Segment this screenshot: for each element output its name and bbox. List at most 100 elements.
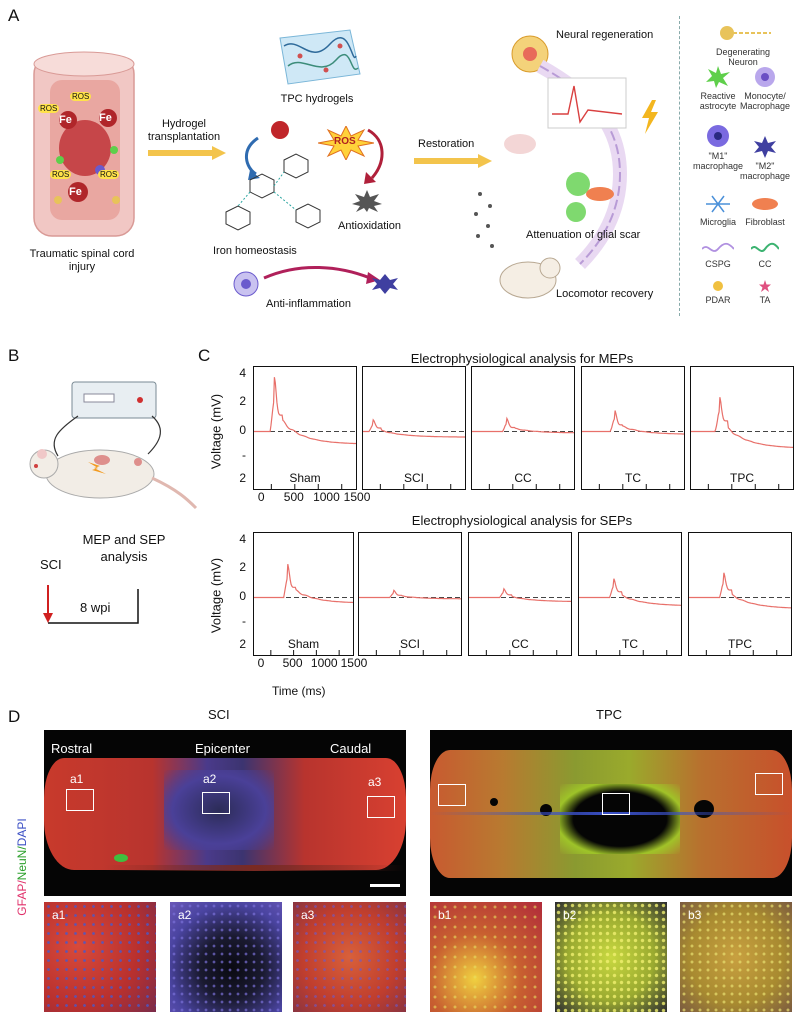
series-line (582, 410, 684, 435)
y-tick-label: 2 (239, 470, 246, 485)
hydrogel-label: TPC hydrogels (280, 93, 354, 105)
stain-legend: GFAP/NeuN/DAPI (15, 807, 29, 927)
ros-badge: ROS (38, 104, 60, 113)
x-tick-label: 500 (282, 656, 303, 670)
wpi-label: 8 wpi (80, 600, 111, 615)
roi-box (66, 789, 94, 811)
x-tick-label: 0 (257, 656, 265, 670)
tpc-title: TPC (596, 707, 622, 722)
trace-panel: TPC (688, 532, 792, 656)
time-xlabel: Time (ms) (272, 684, 326, 698)
legend-item: Monocyte/ Macrophage (735, 66, 794, 111)
series-line (689, 572, 791, 609)
y-tick-label: 0 (239, 588, 246, 603)
trace-panel: SCI (358, 532, 462, 656)
legend-item: TA (735, 280, 794, 305)
series-line (469, 587, 571, 603)
trace-svg (689, 572, 791, 655)
sci-label: SCI (40, 557, 62, 572)
inset-image: a1 (44, 902, 156, 1012)
legend-item: CC (735, 242, 794, 269)
trace-panel: Sham (253, 366, 357, 490)
anti-inflammation-label: Anti-inflammation (266, 298, 351, 310)
trace-svg (254, 377, 356, 489)
legend-item: Fibroblast (735, 194, 794, 227)
mep-sep-analysis-label: MEP and SEP analysis (82, 532, 166, 564)
inset-label: b1 (438, 908, 452, 922)
trace-svg (363, 418, 465, 489)
dapi-label: DAPI (15, 818, 29, 847)
rostral-label: Rostral (51, 741, 93, 756)
inset-label: b2 (563, 908, 577, 922)
sep-ylabel: Voltage (mV) (208, 557, 224, 634)
x-tick-label: 500 (283, 490, 304, 504)
inset-image: a3 (293, 902, 406, 1012)
iron-homeostasis-label: Iron homeostasis (213, 245, 297, 257)
series-line (691, 397, 793, 449)
y-tick-label: 4 (239, 366, 246, 380)
y-tick-label: 0 (239, 422, 246, 437)
series-line (472, 416, 574, 434)
antioxidation-label: Antioxidation (338, 220, 401, 232)
panel-label-d: D (8, 707, 21, 726)
inset-image: a2 (170, 902, 282, 1012)
fibroblast-icon (752, 198, 778, 210)
trace-panel-label: TPC (728, 637, 752, 651)
inset-label: a3 (301, 908, 315, 922)
m2-macrophage-icon (754, 136, 776, 158)
sep-chart-title: Electrophysiological analysis for SEPs (411, 513, 633, 528)
roi-box (602, 793, 630, 815)
neun-label: NeuN/ (15, 846, 29, 881)
trace-panel-label: SCI (399, 637, 420, 651)
y-tick-label: 2 (239, 636, 246, 651)
inactive-radical-icon (352, 190, 382, 212)
trace-panel: CC (471, 366, 575, 490)
trace-svg (469, 587, 571, 655)
neuron-icon (720, 26, 771, 40)
astrocyte-icon (706, 66, 730, 88)
legend-item: "M1" macrophage (683, 124, 753, 171)
mep-chart-title: Electrophysiological analysis for MEPs (410, 351, 634, 366)
cell-legend: Degenerating Neuron Reactive astrocyte M… (683, 14, 793, 314)
inset-image: b3 (680, 902, 792, 1012)
ros-label: ROS (334, 136, 356, 147)
caudal-label: Caudal (330, 741, 372, 756)
roi-label: a1 (70, 772, 84, 786)
inset-label: a2 (178, 908, 192, 922)
trace-panel-label: TC (625, 471, 641, 485)
neural-regeneration-illustration (474, 35, 628, 299)
y-tick-label: 2 (239, 560, 246, 575)
hydrogel-icon (279, 29, 361, 85)
right-arrow-icon (148, 146, 226, 160)
glial-scar-label: Attenuation of glial scar (526, 229, 641, 241)
legend-item: PDAR (683, 280, 753, 305)
trace-svg (472, 416, 574, 489)
trace-panel-label: Sham (287, 637, 320, 651)
trace-svg (582, 410, 684, 489)
legend-item: CSPG (683, 242, 753, 269)
legend-item: Microglia (683, 194, 753, 227)
panel-label-a: A (8, 6, 20, 25)
trace-panel-label: CC (511, 637, 529, 651)
panel-label-c: C (198, 346, 211, 365)
roi-label: a3 (368, 775, 382, 789)
x-tick-label: 1000 (313, 490, 340, 504)
spinal-cord-illustration (33, 51, 135, 237)
trace-panel-label: CC (514, 471, 532, 485)
sci-title: SCI (208, 707, 230, 722)
trace-panel-label: TC (622, 637, 638, 651)
legend-divider (679, 16, 680, 316)
trace-panel: TPC (690, 366, 794, 490)
mep-ylabel: Voltage (mV) (208, 393, 224, 470)
locomotor-recovery-label: Locomotor recovery (556, 288, 654, 300)
legend-item: Reactive astrocyte (683, 66, 753, 111)
timeline-icon (43, 585, 139, 624)
series-line (359, 589, 461, 600)
ros-badge: ROS (70, 92, 92, 101)
fe-badge: Fe (69, 186, 82, 198)
inset-label: b3 (688, 908, 702, 922)
trace-svg (359, 589, 461, 655)
right-arrow-icon (414, 154, 492, 168)
roi-box (367, 796, 395, 818)
inset-image: b2 (555, 902, 667, 1012)
